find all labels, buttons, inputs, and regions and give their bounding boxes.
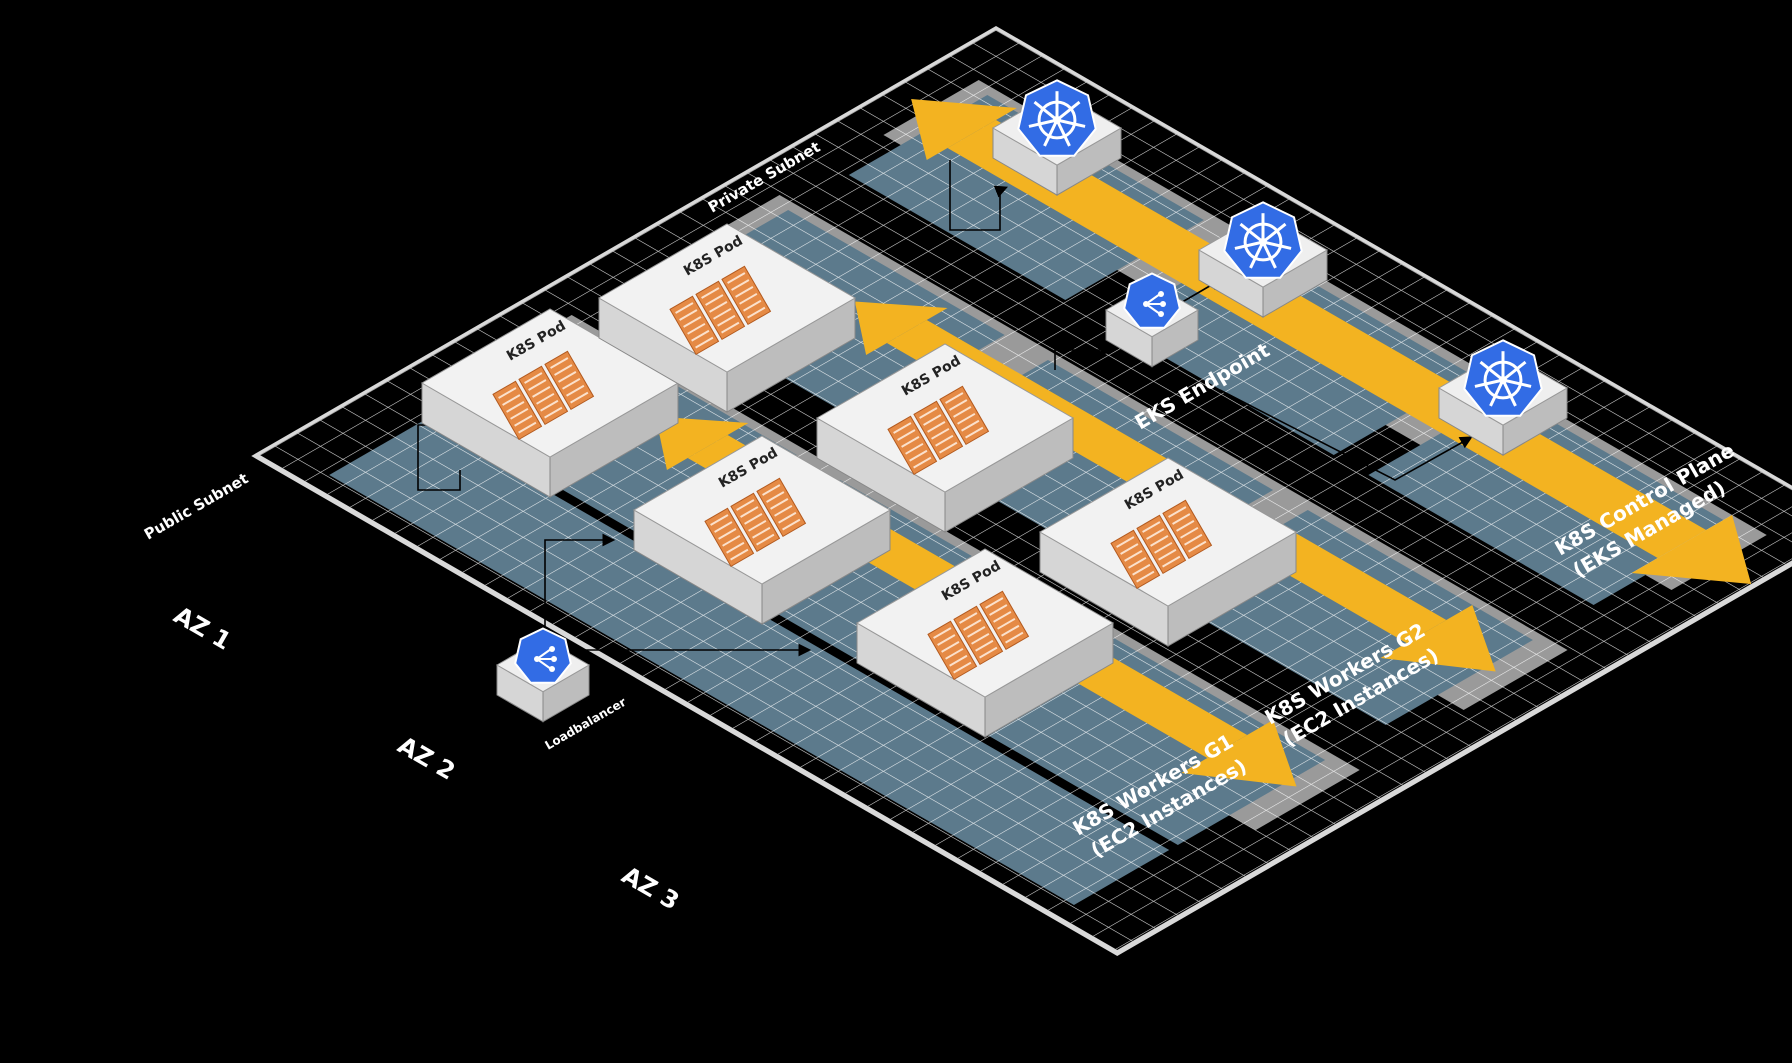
server-rack-icon	[927, 590, 1030, 681]
load-balancer-icon	[514, 627, 572, 684]
control-plane-nodes	[992, 79, 1568, 456]
kubernetes-helm-icon	[1463, 339, 1543, 417]
eks-endpoint-node[interactable]	[1105, 272, 1199, 368]
server-rack-icon	[669, 265, 772, 356]
grid-overlay	[259, 30, 1792, 950]
k8s-pod-5[interactable]: K8S Pod	[856, 548, 1114, 738]
control-plane-node-1[interactable]	[992, 79, 1122, 196]
control-plane-node-2[interactable]	[1198, 201, 1328, 318]
loadbalancer[interactable]	[496, 627, 590, 723]
k8s-pod-6[interactable]: K8S Pod	[1039, 457, 1297, 647]
loadbalancer-node[interactable]	[496, 627, 590, 723]
server-rack-icon	[492, 350, 595, 441]
k8s-pod-2[interactable]: K8S Pod	[598, 223, 856, 413]
az1-label: AZ 1	[169, 601, 236, 656]
server-rack-icon	[887, 385, 990, 476]
k8s-pod-4[interactable]: K8S Pod	[816, 343, 1074, 533]
k8s-pod-3[interactable]: K8S Pod	[633, 435, 891, 625]
server-rack-icon	[1110, 499, 1213, 590]
kubernetes-helm-icon	[1017, 79, 1097, 157]
kubernetes-helm-icon	[1223, 201, 1303, 279]
az3-label: AZ 3	[617, 861, 684, 916]
public-subnet-label: Public Subnet	[141, 469, 251, 543]
az2-label: AZ 2	[393, 731, 460, 786]
control-plane-node-3[interactable]	[1438, 339, 1568, 456]
eks-endpoint[interactable]	[1105, 272, 1199, 368]
server-rack-icon	[704, 477, 807, 568]
network-endpoint-icon	[1123, 272, 1181, 329]
control-plane-arrow	[911, 99, 1752, 584]
